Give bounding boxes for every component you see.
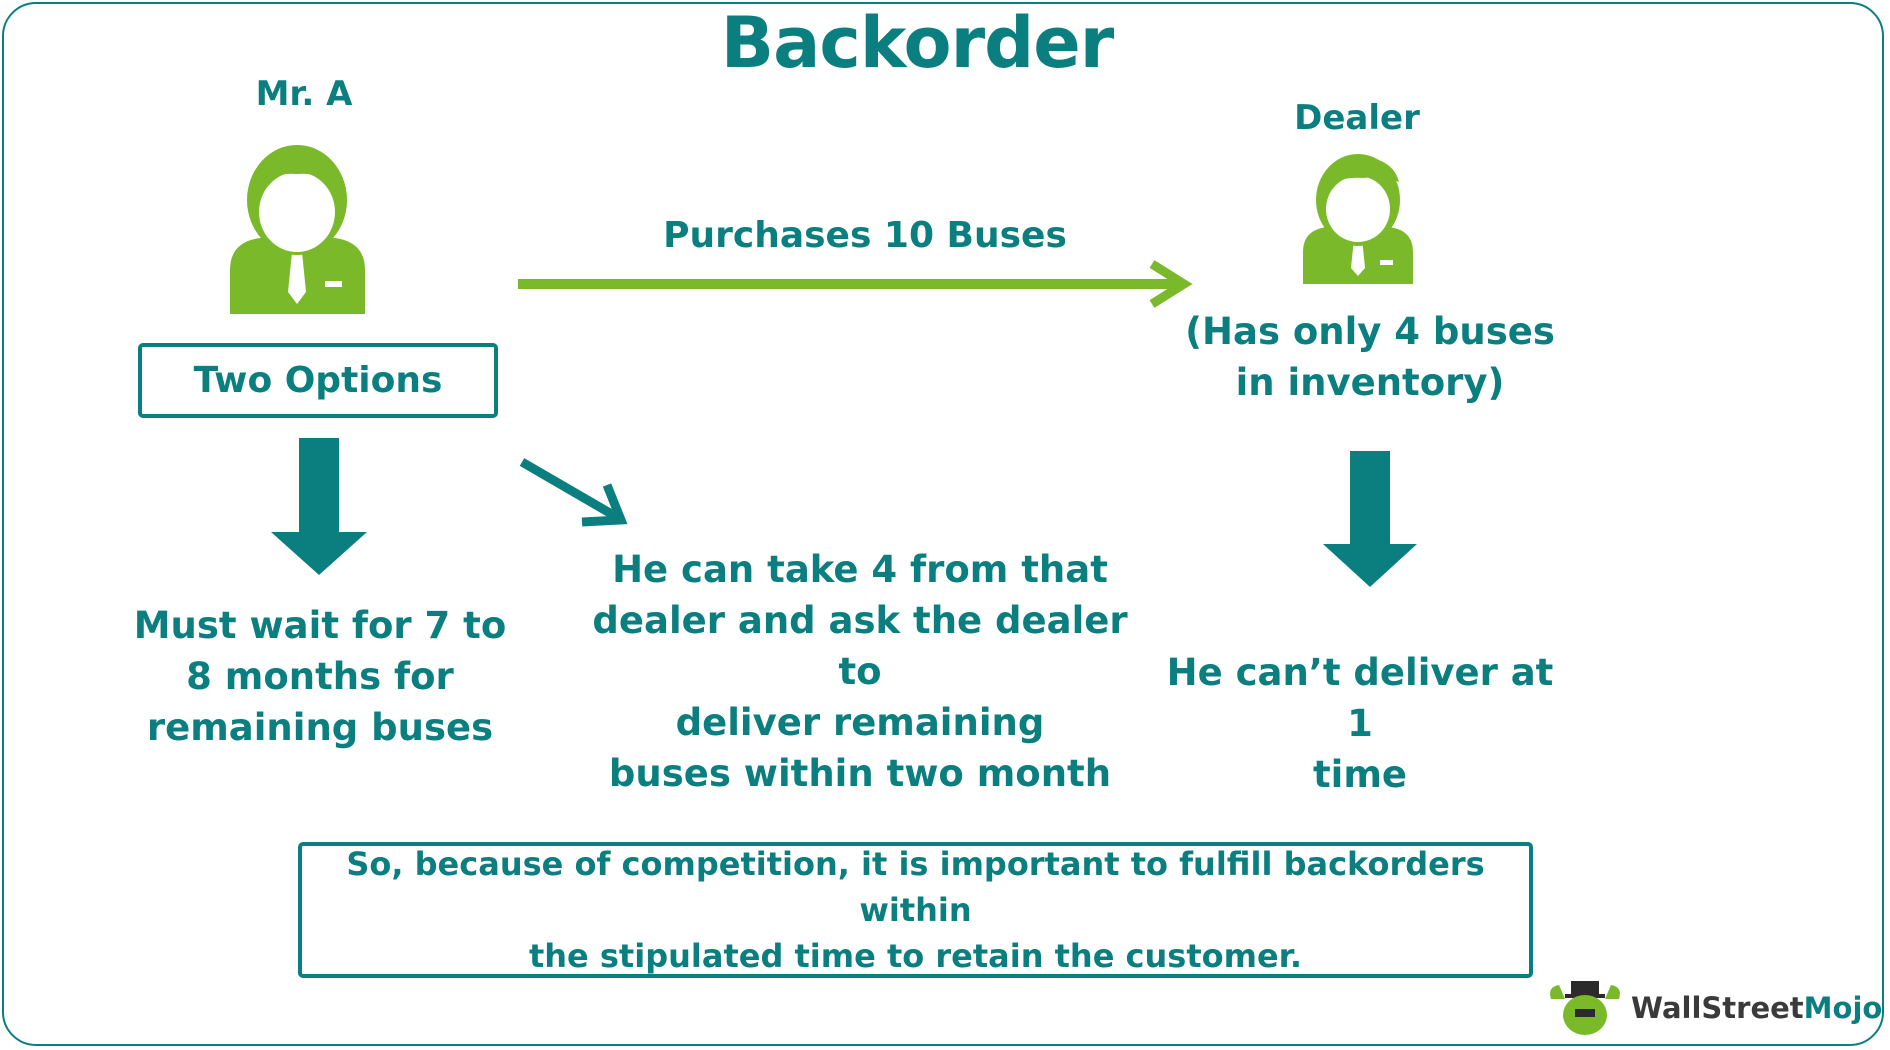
wait-line-1: Must wait for 7 to (133, 604, 507, 647)
conclusion-line-1: So, because of competition, it is import… (346, 845, 1485, 929)
wait-line-2: 8 months for (186, 655, 454, 698)
wallstreetmojo-logo: WallStreetMojo (1545, 978, 1882, 1038)
take-line-1: He can take 4 from that (612, 548, 1108, 591)
dealer-person-icon (1303, 154, 1413, 284)
take-line-2: dealer and ask the dealer to (592, 599, 1128, 693)
dealer-label: Dealer (1294, 98, 1420, 138)
two-options-box: Two Options (138, 343, 498, 418)
purchase-arrow (518, 260, 1193, 308)
cant-line-2: time (1312, 753, 1408, 796)
mr-a-person-icon (230, 145, 365, 314)
wait-line-3: remaining buses (146, 706, 494, 749)
down-arrow-left (271, 438, 367, 575)
logo-wordmark: WallStreetMojo (1631, 991, 1882, 1025)
mr-a-label: Mr. A (255, 74, 353, 114)
logo-text-part1: WallStreet (1631, 991, 1804, 1025)
take-line-3: deliver remaining (675, 701, 1045, 744)
option-wait-text: Must wait for 7 to 8 months for remainin… (120, 600, 520, 753)
take-line-4: buses within two month (608, 752, 1112, 795)
conclusion-line-2: the stipulated time to retain the custom… (528, 937, 1303, 975)
purchase-label: Purchases 10 Buses (663, 215, 1067, 256)
conclusion-box: So, because of competition, it is import… (298, 842, 1533, 978)
page-title: Backorder (720, 2, 1114, 84)
down-arrow-right (1323, 451, 1417, 587)
inventory-line-1: (Has only 4 buses (1185, 310, 1555, 353)
diagonal-arrow (519, 458, 628, 527)
logo-text-part2: Mojo (1803, 991, 1883, 1025)
conclusion-text: So, because of competition, it is import… (342, 841, 1489, 979)
inventory-line-2: in inventory) (1235, 361, 1505, 404)
cant-line-1: He can’t deliver at 1 (1166, 651, 1554, 745)
option-take-text: He can take 4 from that dealer and ask t… (580, 544, 1140, 799)
dealer-result-text: He can’t deliver at 1 time (1160, 647, 1560, 800)
dealer-inventory-note: (Has only 4 buses in inventory) (1180, 306, 1560, 408)
logo-mascot-icon (1550, 981, 1620, 1035)
two-options-label: Two Options (193, 360, 443, 401)
